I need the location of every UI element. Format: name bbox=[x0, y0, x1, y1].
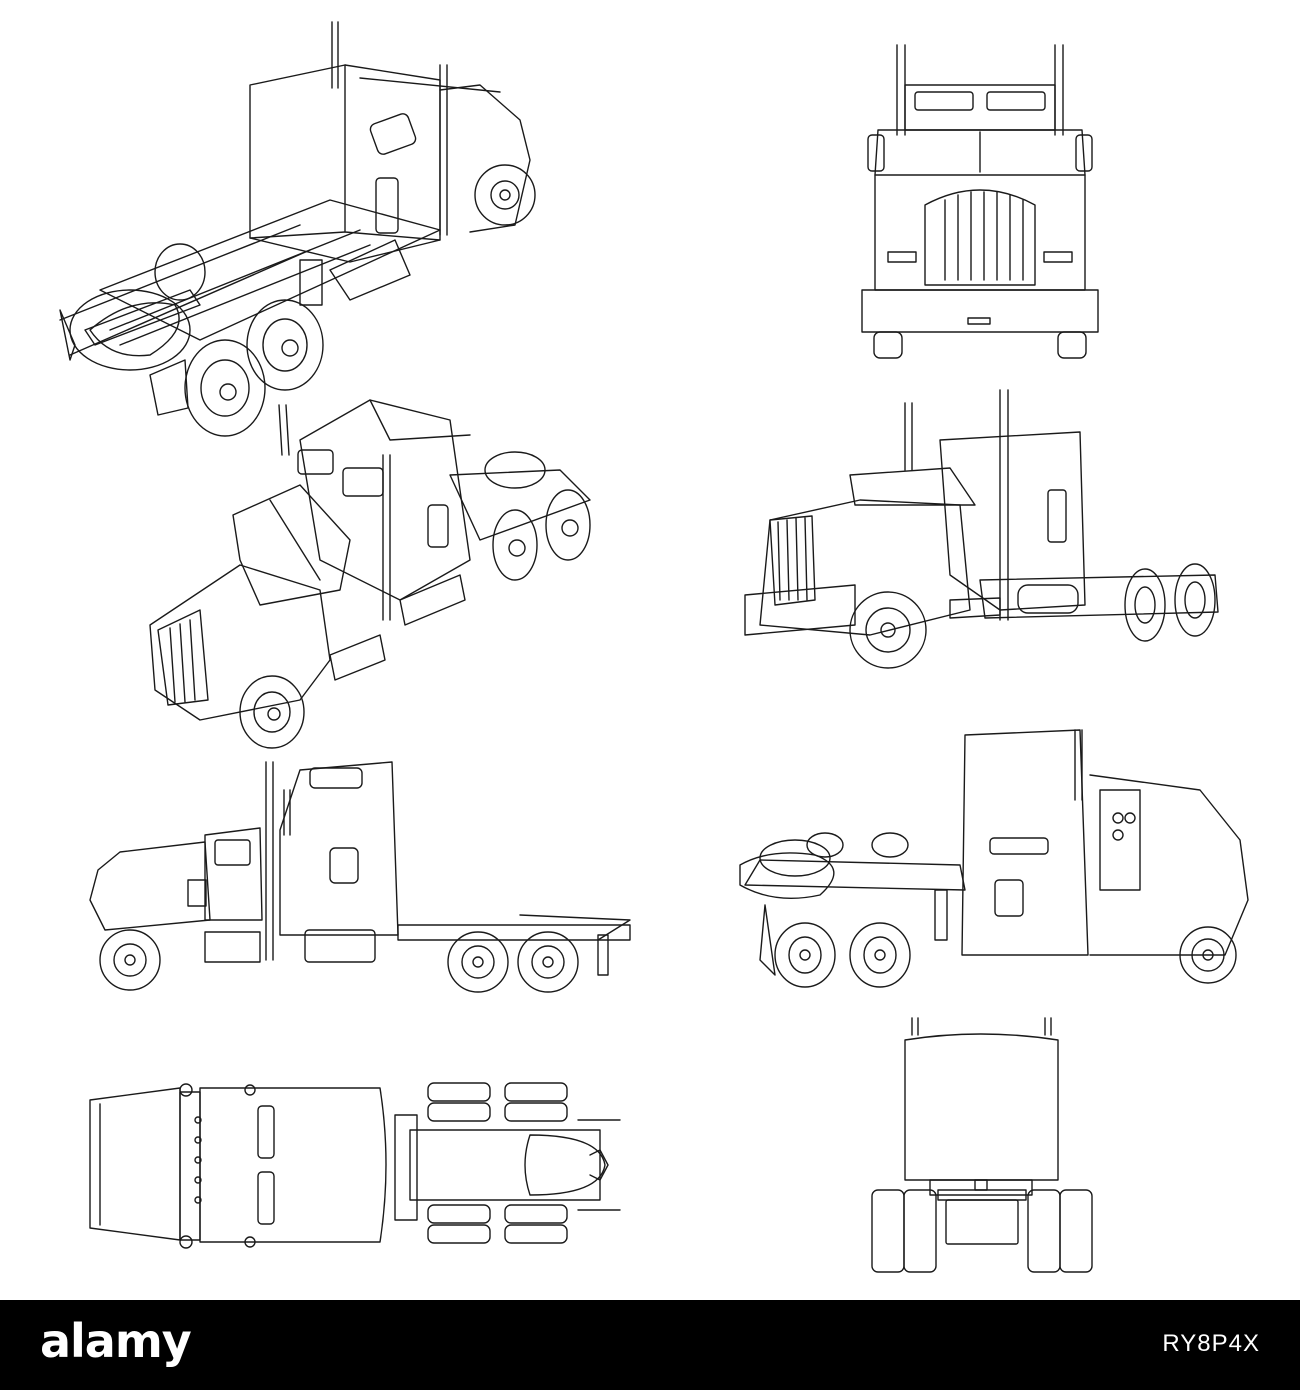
alamy-logo: alamy bbox=[40, 1314, 192, 1368]
view-rear-top-perspective bbox=[59, 21, 536, 437]
view-top-plan bbox=[89, 1082, 621, 1249]
watermark-bar: alamy RY8P4X bbox=[0, 1300, 1300, 1390]
illustration-canvas bbox=[59, 21, 1249, 1273]
view-rear-elevation bbox=[871, 1017, 1093, 1273]
view-front-elevation bbox=[861, 44, 1099, 359]
view-front-three-quarter bbox=[744, 389, 1219, 669]
view-left-side-elevation bbox=[89, 761, 631, 993]
view-front-top-perspective bbox=[149, 399, 591, 749]
view-rear-three-quarter bbox=[739, 729, 1249, 988]
image-id: RY8P4X bbox=[1162, 1330, 1260, 1357]
truck-line-drawings bbox=[59, 21, 1249, 1273]
